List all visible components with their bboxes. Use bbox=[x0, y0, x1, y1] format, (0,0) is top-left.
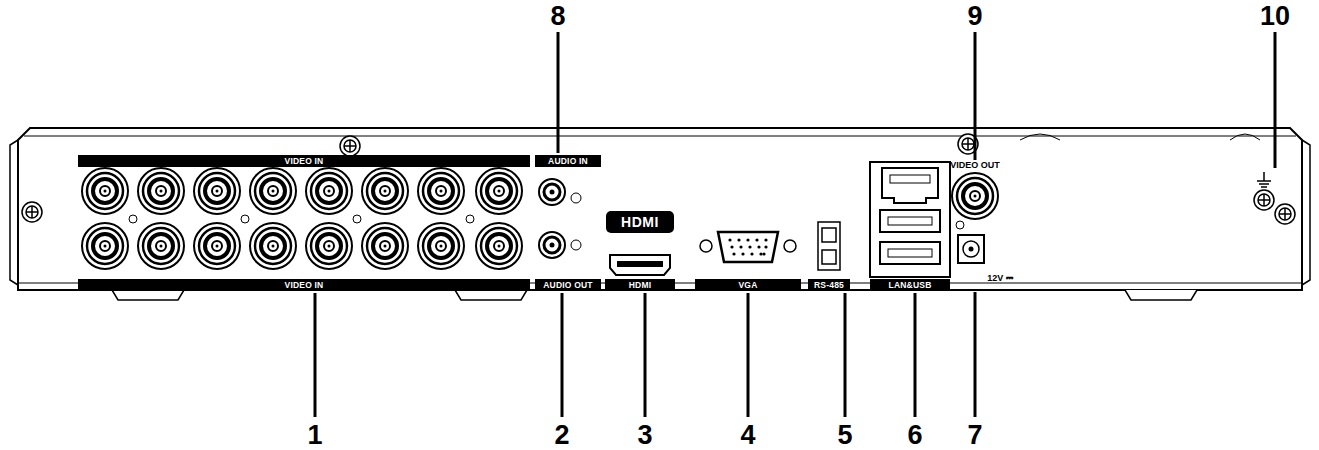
port-label: VIDEO IN bbox=[285, 281, 324, 290]
callout-number: 4 bbox=[740, 422, 755, 449]
power-label: 12V ⎓ bbox=[987, 274, 1013, 283]
callout-number: 3 bbox=[637, 422, 652, 449]
port-label: LAN&USB bbox=[889, 281, 932, 290]
callout-number: 2 bbox=[554, 422, 569, 449]
port-label: AUDIO OUT bbox=[543, 281, 593, 290]
callout-number: 5 bbox=[837, 422, 852, 449]
callout-number: 10 bbox=[1260, 3, 1290, 30]
port-label: VGA bbox=[738, 281, 757, 290]
callout-number: 1 bbox=[307, 422, 322, 449]
callout-number: 7 bbox=[967, 422, 982, 449]
port-label: VIDEO OUT bbox=[950, 161, 1000, 170]
callout-number: 6 bbox=[907, 422, 922, 449]
callout-number: 8 bbox=[550, 3, 565, 30]
hdmi-logo: HDMI bbox=[621, 215, 659, 229]
port-label: HDMI bbox=[629, 281, 652, 290]
port-label: AUDIO IN bbox=[548, 157, 588, 166]
port-label: RS-485 bbox=[814, 281, 844, 290]
port-label: VIDEO IN bbox=[285, 157, 324, 166]
callout-number: 9 bbox=[967, 3, 982, 30]
